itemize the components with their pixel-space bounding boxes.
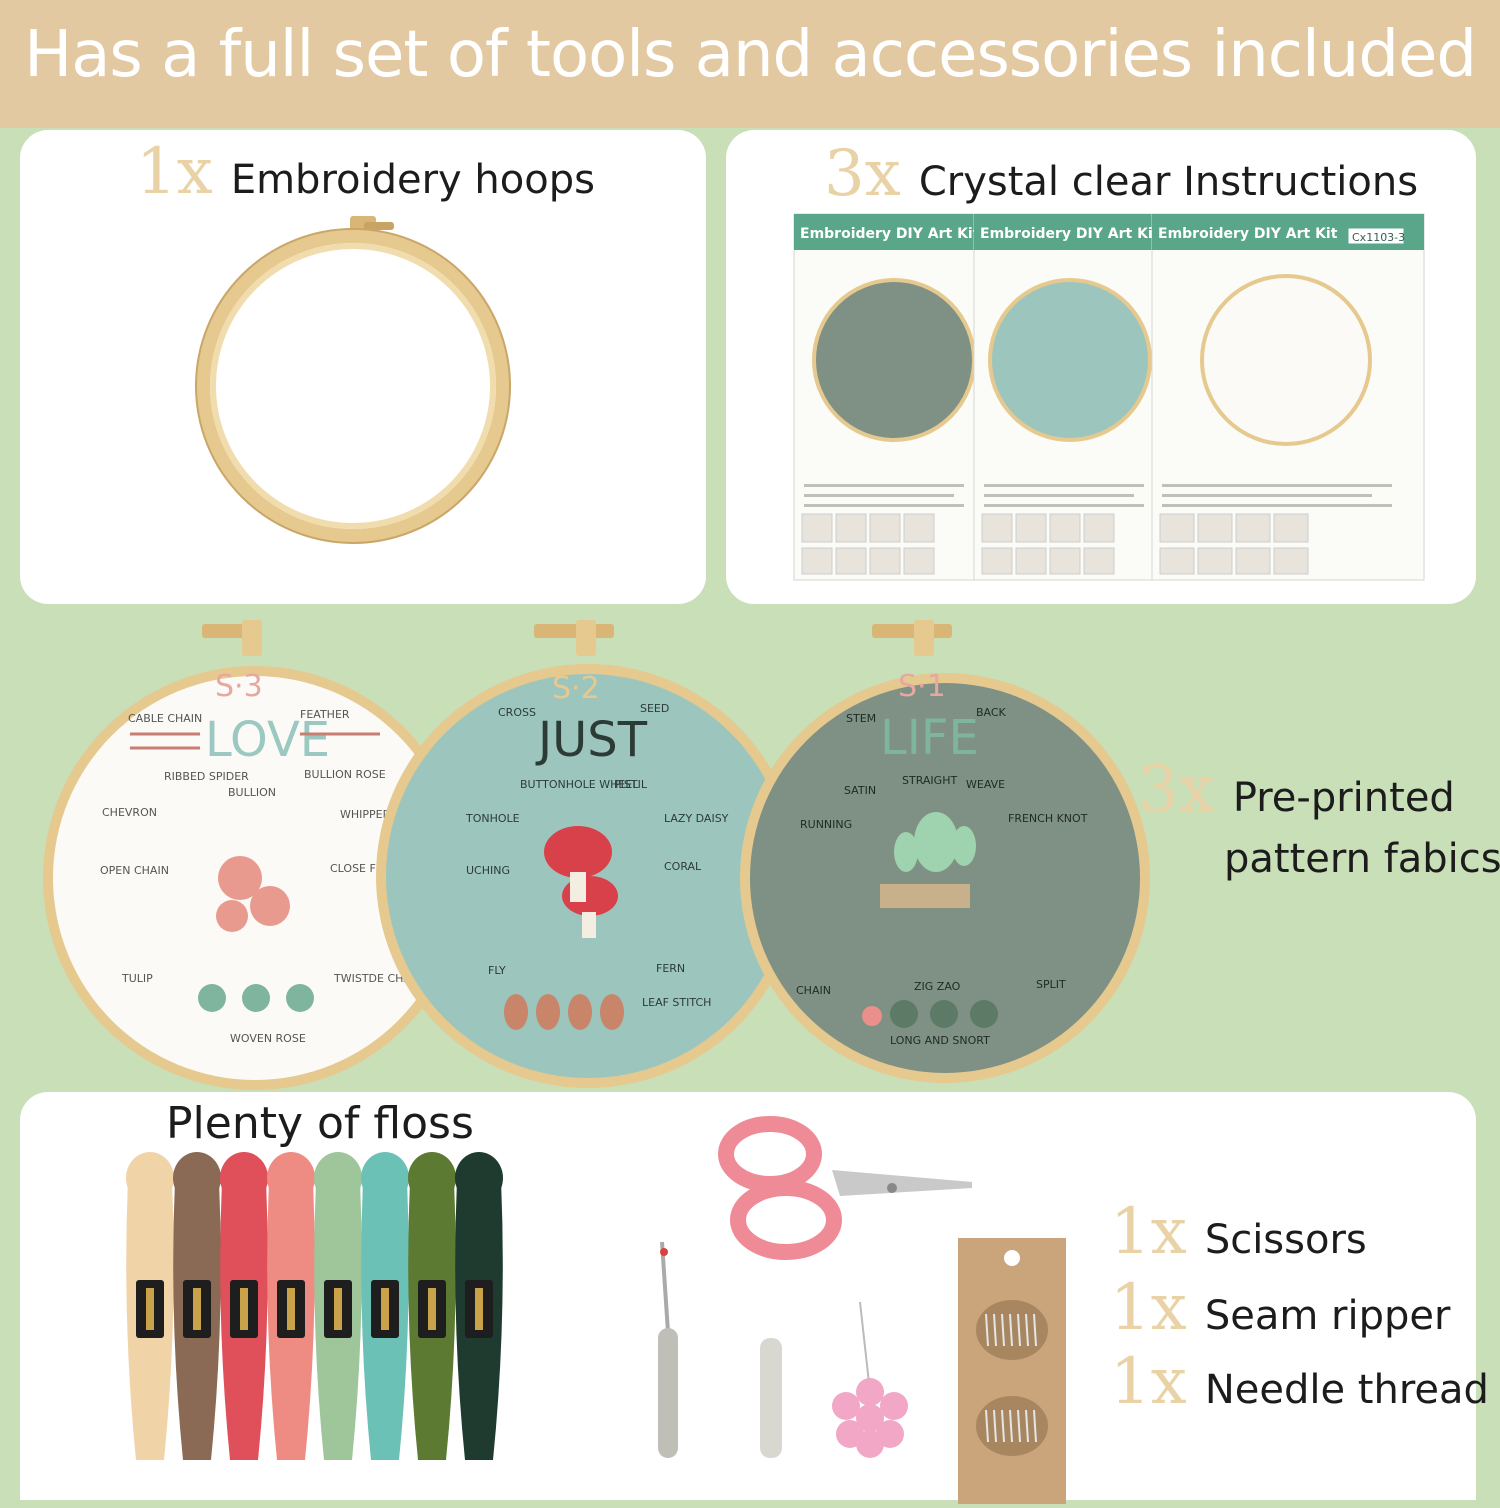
floss-skein — [408, 1152, 456, 1460]
floss-skein — [220, 1152, 268, 1460]
fabric-hoop-s2: S·2 JUST CROSS SEED BUTTONHOLE WHEEL PIS… — [376, 620, 800, 1088]
svg-text:SEED: SEED — [640, 702, 669, 715]
tools-image — [658, 1116, 972, 1458]
svg-text:LONG AND SNORT: LONG AND SNORT — [890, 1034, 990, 1047]
svg-text:JUST: JUST — [535, 712, 648, 768]
svg-text:CHAIN: CHAIN — [796, 984, 831, 997]
tool-item-needle-thread: 1x Needle thread — [1110, 1350, 1489, 1414]
svg-text:TONHOLE: TONHOLE — [465, 812, 520, 825]
svg-text:Embroidery DIY Art Kit: Embroidery DIY Art Kit — [800, 226, 980, 242]
instruction-sheet: Embroidery DIY Art Kit — [973, 213, 1160, 581]
floss-title: Plenty of floss — [166, 1098, 474, 1149]
floss-skein — [455, 1152, 503, 1460]
svg-text:STRAIGHT: STRAIGHT — [902, 774, 957, 787]
svg-text:FEATHER: FEATHER — [300, 708, 350, 721]
svg-text:BULLION ROSE: BULLION ROSE — [304, 768, 386, 781]
hoops-panel: 1x Embroidery hoops — [20, 130, 706, 604]
tools-panel: Plenty of floss — [20, 1092, 1489, 1504]
svg-text:ZIG ZAO: ZIG ZAO — [914, 980, 961, 993]
hoops-qty: 1x — [136, 135, 213, 209]
ripper-cap-icon — [760, 1338, 782, 1458]
hoops-label: Embroidery hoops — [230, 157, 595, 203]
svg-text:TULIP: TULIP — [121, 972, 153, 985]
fabrics-label-line2: pattern fabics — [1224, 836, 1500, 882]
needle-threader-icon — [832, 1301, 908, 1458]
tool-item-scissors: 1x Scissors — [1110, 1200, 1367, 1264]
fabrics-caption: 3x Pre-printed pattern fabics — [1138, 753, 1500, 882]
tool-qty: 1x — [1110, 1345, 1187, 1419]
fabrics-label-line1: Pre-printed — [1232, 775, 1455, 821]
svg-text:CROSS: CROSS — [498, 706, 536, 719]
svg-text:TWISTDE CHAIN: TWISTDE CHAIN — [333, 972, 422, 985]
svg-text:S·1: S·1 — [898, 669, 946, 704]
tool-qty: 1x — [1110, 1271, 1187, 1345]
floss-skein — [267, 1152, 315, 1460]
svg-text:S·3: S·3 — [215, 669, 263, 704]
instruction-sheet: Embroidery DIY Art Kit Cx1103-3 — [1151, 213, 1425, 581]
hoops-heading: 1x Embroidery hoops — [136, 140, 595, 204]
svg-text:CHEVRON: CHEVRON — [102, 806, 157, 819]
instructions-qty: 3x — [824, 137, 901, 211]
svg-text:S·2: S·2 — [552, 671, 600, 706]
floss-skeins — [126, 1152, 503, 1460]
svg-text:UCHING: UCHING — [466, 864, 510, 877]
instruction-sheet: Embroidery DIY Art Kit — [793, 213, 980, 581]
svg-text:BACK: BACK — [976, 706, 1007, 719]
svg-text:RUNNING: RUNNING — [800, 818, 852, 831]
tool-qty: 1x — [1110, 1195, 1187, 1269]
tool-label: Scissors — [1204, 1217, 1367, 1263]
svg-text:BULLION: BULLION — [228, 786, 276, 799]
tool-label: Needle thread — [1204, 1367, 1489, 1413]
floss-skein — [173, 1152, 221, 1460]
fabrics-qty: 3x — [1138, 753, 1215, 827]
title-banner: Has a full set of tools and accessories … — [0, 0, 1500, 128]
svg-text:Embroidery DIY Art Kit: Embroidery DIY Art Kit — [1158, 226, 1338, 242]
svg-text:FRENCH KNOT: FRENCH KNOT — [1008, 812, 1088, 825]
svg-text:PISTIL: PISTIL — [614, 778, 648, 791]
tool-item-seam-ripper: 1x Seam ripper — [1110, 1276, 1450, 1340]
floss-skein — [126, 1152, 174, 1460]
svg-text:WOVEN ROSE: WOVEN ROSE — [230, 1032, 306, 1045]
embroidery-hoop-image — [195, 216, 511, 544]
svg-text:OPEN CHAIN: OPEN CHAIN — [100, 864, 169, 877]
fabric-hoop-s1: S·1 LIFE STEM BACK STRAIGHT SATIN WEAVE … — [740, 620, 1150, 1083]
svg-text:Embroidery DIY Art Kit: Embroidery DIY Art Kit — [980, 226, 1160, 242]
fabric-hoop-s3: S·3 LOVE CABLE CHAIN FEATHER RIBBED SPID… — [43, 620, 467, 1090]
seam-ripper-icon — [658, 1241, 678, 1458]
svg-text:WEAVE: WEAVE — [966, 778, 1005, 791]
svg-text:CABLE CHAIN: CABLE CHAIN — [128, 712, 202, 725]
svg-text:LEAF STITCH: LEAF STITCH — [642, 996, 711, 1009]
scissors-icon — [718, 1116, 972, 1260]
svg-text:SPLIT: SPLIT — [1036, 978, 1066, 991]
tool-label: Seam ripper — [1204, 1293, 1451, 1339]
banner-title: Has a full set of tools and accessories … — [24, 18, 1477, 92]
instructions-heading: 3x Crystal clear Instructions — [824, 142, 1418, 206]
svg-text:LIFE: LIFE — [880, 710, 979, 766]
svg-text:Cx1103-3: Cx1103-3 — [1352, 231, 1405, 244]
pattern-fabric-hoops: S·3 LOVE CABLE CHAIN FEATHER RIBBED SPID… — [43, 620, 1150, 1090]
instruction-sheets: Embroidery DIY Art Kit Embroidery DIY Ar… — [793, 213, 1425, 581]
instructions-label: Crystal clear Instructions — [918, 159, 1419, 205]
svg-text:CORAL: CORAL — [664, 860, 702, 873]
svg-text:BUTTONHOLE WHEEL: BUTTONHOLE WHEEL — [520, 778, 639, 791]
svg-text:FLY: FLY — [488, 964, 506, 977]
svg-text:LOVE: LOVE — [205, 712, 330, 768]
svg-text:LAZY DAISY: LAZY DAISY — [664, 812, 729, 825]
floss-skein — [361, 1152, 409, 1460]
floss-skein — [314, 1152, 362, 1460]
svg-text:RIBBED SPIDER: RIBBED SPIDER — [164, 770, 249, 783]
svg-text:SATIN: SATIN — [844, 784, 876, 797]
svg-text:FERN: FERN — [656, 962, 685, 975]
svg-text:STEM: STEM — [846, 712, 876, 725]
instructions-panel: 3x Crystal clear Instructions Embroidery… — [726, 130, 1476, 604]
needle-pack-icon — [958, 1238, 1066, 1504]
